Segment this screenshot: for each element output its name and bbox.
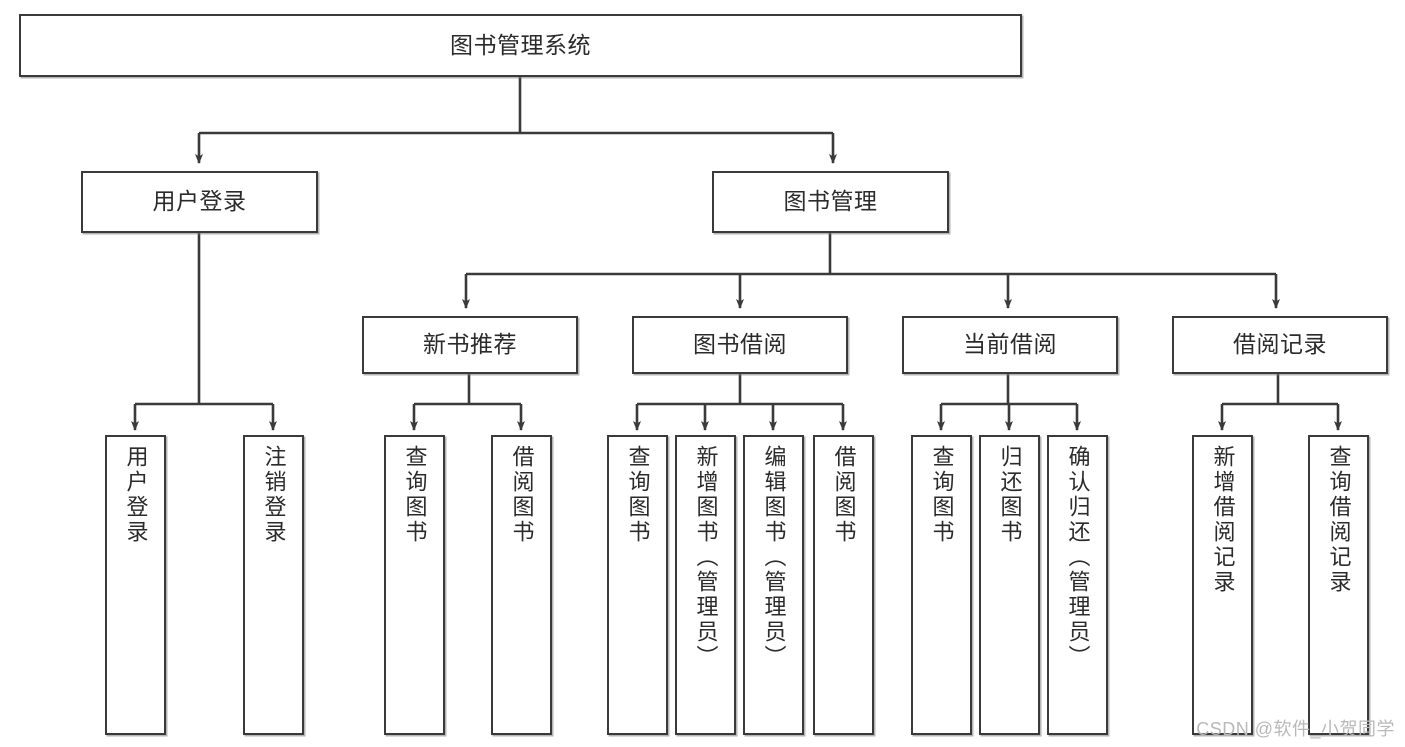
leaf-query-books-borrow[interactable]: 查询图书 [607, 435, 668, 735]
leaf-query-borrow-record-label: 查询借阅记录 [1326, 445, 1352, 595]
leaf-user-login-label: 用户登录 [123, 445, 149, 545]
leaf-edit-book-admin-label: 编辑图书（管理员） [761, 445, 787, 670]
leaf-confirm-return-admin[interactable]: 确认归还（管理员） [1047, 435, 1108, 735]
leaf-logout-label: 注销登录 [261, 445, 287, 545]
leaf-add-book-admin-label: 新增图书（管理员） [693, 445, 719, 670]
node-book-management-label: 图书管理 [783, 188, 878, 215]
leaf-query-borrow-record[interactable]: 查询借阅记录 [1308, 435, 1369, 735]
leaf-logout[interactable]: 注销登录 [243, 435, 304, 735]
node-borrow-records[interactable]: 借阅记录 [1172, 316, 1388, 374]
csdn-watermark: CSDN @软件_小贺同学 [1196, 719, 1395, 739]
leaf-add-book-admin[interactable]: 新增图书（管理员） [675, 435, 736, 735]
node-borrow-records-label: 借阅记录 [1233, 331, 1327, 358]
leaf-borrow-books-newbook-label: 借阅图书 [509, 445, 535, 545]
leaf-query-books-newbook[interactable]: 查询图书 [384, 435, 445, 735]
leaf-add-borrow-record-label: 新增借阅记录 [1210, 445, 1236, 595]
leaf-borrow-books-newbook[interactable]: 借阅图书 [491, 435, 552, 735]
leaf-borrow-books-borrow[interactable]: 借阅图书 [813, 435, 874, 735]
node-current-borrow-label: 当前借阅 [963, 331, 1057, 358]
leaf-add-borrow-record[interactable]: 新增借阅记录 [1192, 435, 1253, 735]
leaf-query-books-borrow-label: 查询图书 [625, 445, 651, 545]
leaf-confirm-return-admin-label: 确认归还（管理员） [1065, 445, 1091, 670]
node-root-label: 图书管理系统 [450, 31, 591, 58]
node-book-borrow-label: 图书借阅 [693, 331, 787, 358]
node-user-login[interactable]: 用户登录 [81, 171, 318, 233]
node-user-login-label: 用户登录 [152, 188, 247, 215]
leaf-return-books[interactable]: 归还图书 [979, 435, 1040, 735]
node-root[interactable]: 图书管理系统 [19, 14, 1022, 77]
node-book-borrow[interactable]: 图书借阅 [632, 316, 848, 374]
leaf-user-login[interactable]: 用户登录 [105, 435, 166, 735]
leaf-query-books-newbook-label: 查询图书 [402, 445, 428, 545]
node-current-borrow[interactable]: 当前借阅 [902, 316, 1118, 374]
node-new-book-recommend[interactable]: 新书推荐 [362, 316, 578, 374]
leaf-borrow-books-borrow-label: 借阅图书 [831, 445, 857, 545]
leaf-query-books-current-label: 查询图书 [929, 445, 955, 545]
node-new-book-recommend-label: 新书推荐 [423, 331, 517, 358]
leaf-query-books-current[interactable]: 查询图书 [911, 435, 972, 735]
leaf-return-books-label: 归还图书 [997, 445, 1023, 545]
leaf-edit-book-admin[interactable]: 编辑图书（管理员） [743, 435, 804, 735]
node-book-management[interactable]: 图书管理 [712, 171, 949, 233]
